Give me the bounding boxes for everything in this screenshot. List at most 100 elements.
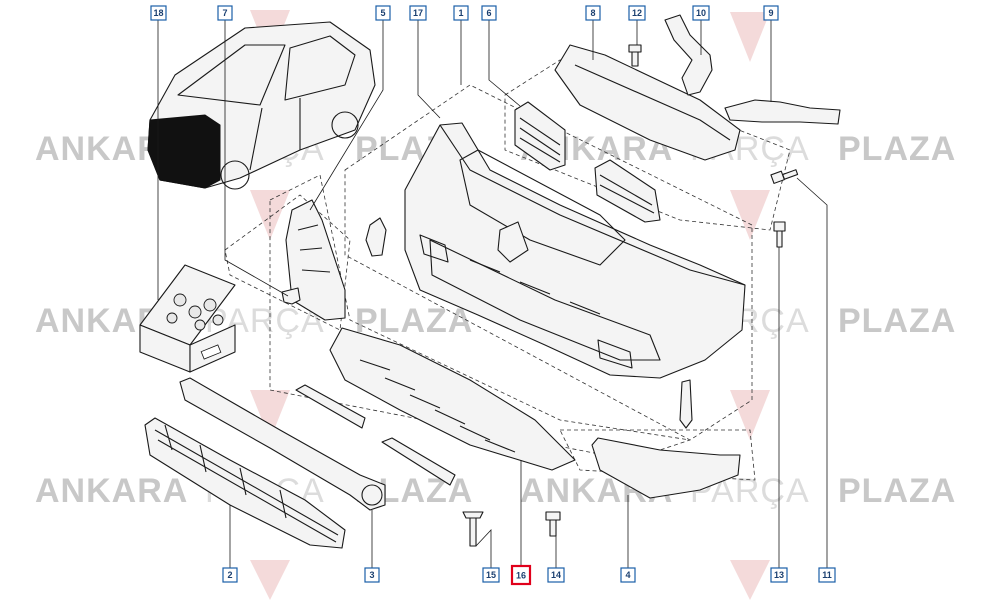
callout-5-box bbox=[375, 5, 391, 21]
callout-12: 12 bbox=[628, 5, 646, 21]
screw-14-head bbox=[545, 511, 561, 521]
watermark-logo-icon bbox=[250, 190, 290, 240]
vehicle-front-wheel bbox=[220, 160, 250, 190]
callout-7: 7 bbox=[217, 5, 233, 21]
part-11-bolt bbox=[770, 169, 799, 184]
leader-15 bbox=[475, 528, 492, 568]
grille-insert-right-slats bbox=[599, 174, 655, 214]
part-6-grille-inserts bbox=[514, 101, 661, 223]
callout-2: 2 bbox=[222, 567, 238, 583]
vehicle-silhouette bbox=[147, 21, 376, 190]
outline-wing-group bbox=[224, 194, 351, 331]
callout-13-label: 13 bbox=[774, 570, 784, 580]
callout-11-box bbox=[818, 567, 836, 583]
lower-grille-mesh bbox=[154, 424, 339, 543]
upper-panel-outline bbox=[554, 44, 741, 161]
watermark-plaza: PLAZA bbox=[838, 472, 956, 510]
side-bracket-ribs bbox=[297, 224, 331, 273]
callout-12-label: 12 bbox=[632, 8, 642, 18]
callout-18-label: 18 bbox=[153, 8, 163, 18]
clip-icon bbox=[188, 305, 202, 319]
trim-strip-lower bbox=[381, 437, 456, 486]
callout-3-label: 3 bbox=[369, 570, 374, 580]
clip-icon bbox=[212, 314, 224, 326]
part-13-bolt bbox=[773, 221, 786, 248]
callout-16-label: 16 bbox=[516, 571, 526, 581]
leader-5 bbox=[309, 20, 384, 211]
leader-17 bbox=[417, 20, 441, 119]
callout-16: 16 bbox=[510, 564, 532, 586]
vehicle-front-mask bbox=[147, 114, 221, 189]
callout-10-box bbox=[692, 5, 710, 21]
callout-4-label: 4 bbox=[625, 570, 630, 580]
bracket-17-shape bbox=[365, 217, 387, 257]
part-9-upper-support bbox=[724, 99, 841, 125]
part-3-grille-frame bbox=[179, 377, 386, 511]
outline-lower-group bbox=[269, 174, 691, 461]
side-trim-shape bbox=[591, 437, 741, 499]
part-10-lamp-bracket bbox=[664, 14, 713, 96]
upper-panel-inner bbox=[574, 64, 731, 141]
callout-8-box bbox=[585, 5, 601, 21]
callout-9: 9 bbox=[763, 5, 779, 21]
outline-bumper-group bbox=[344, 84, 753, 441]
undertray-ribs bbox=[359, 359, 516, 453]
callout-18-box bbox=[150, 5, 167, 21]
callout-2-label: 2 bbox=[227, 570, 232, 580]
clip-icon bbox=[203, 298, 217, 312]
part-7-clip bbox=[281, 287, 301, 305]
watermark-logo-icon bbox=[730, 390, 770, 440]
watermark-logo-icon bbox=[730, 12, 770, 62]
outline-grille-group bbox=[504, 59, 791, 231]
bolt-11-shank bbox=[782, 169, 799, 180]
callout-13: 13 bbox=[770, 567, 788, 583]
callout-9-box bbox=[763, 5, 779, 21]
part-14-screw bbox=[545, 511, 561, 537]
clip-7-shape bbox=[281, 287, 301, 305]
part-18-fastener-kit bbox=[139, 264, 236, 373]
part-15-rivet bbox=[462, 511, 484, 547]
watermark-logos bbox=[250, 10, 770, 600]
callout-18: 18 bbox=[150, 5, 167, 21]
callout-2-box bbox=[222, 567, 238, 583]
callout-8-label: 8 bbox=[590, 8, 595, 18]
callout-15-box bbox=[482, 567, 500, 583]
lower-grille-outline bbox=[144, 417, 346, 549]
callout-10: 10 bbox=[692, 5, 710, 21]
bumper-intake-slats bbox=[469, 259, 601, 315]
part-17-bracket bbox=[365, 217, 387, 257]
kit-label bbox=[200, 344, 222, 360]
vehicle-rear-wheel bbox=[331, 111, 359, 139]
leader-7 bbox=[224, 20, 289, 297]
bumper-logo-icon bbox=[497, 221, 529, 263]
watermark-plaza: PLAZA bbox=[355, 302, 473, 340]
callouts-bottom: 2 3 15 16 14 4 13 11 bbox=[222, 564, 836, 586]
callout-7-label: 7 bbox=[222, 8, 227, 18]
callout-7-box bbox=[217, 5, 233, 21]
callout-6-box bbox=[481, 5, 497, 21]
trim-strip-upper bbox=[295, 384, 366, 429]
screw-12-head bbox=[628, 44, 642, 53]
callout-17: 17 bbox=[409, 5, 427, 21]
bumper-lower-intake bbox=[429, 239, 661, 361]
watermark-logo-icon bbox=[730, 560, 770, 600]
screw-12-shank bbox=[631, 51, 639, 67]
bumper-fog-right bbox=[597, 339, 633, 369]
watermark-ankara: ANKARA bbox=[35, 472, 188, 510]
leader-6 bbox=[488, 20, 521, 107]
callout-15-label: 15 bbox=[486, 570, 496, 580]
undertray-outline bbox=[329, 327, 576, 471]
callout-17-label: 17 bbox=[413, 8, 423, 18]
vehicle-side-window bbox=[284, 35, 356, 101]
grille-insert-left-slats bbox=[519, 117, 561, 163]
callouts-top: 18 7 5 17 1 6 8 12 bbox=[150, 5, 779, 21]
callout-1-label: 1 bbox=[458, 8, 463, 18]
clip-icon bbox=[173, 293, 187, 307]
callout-1-box bbox=[453, 5, 469, 21]
callout-11: 11 bbox=[818, 567, 836, 583]
part-16-lower-undertray bbox=[329, 327, 576, 471]
callout-14-box bbox=[547, 567, 565, 583]
callout-4: 4 bbox=[620, 567, 636, 583]
